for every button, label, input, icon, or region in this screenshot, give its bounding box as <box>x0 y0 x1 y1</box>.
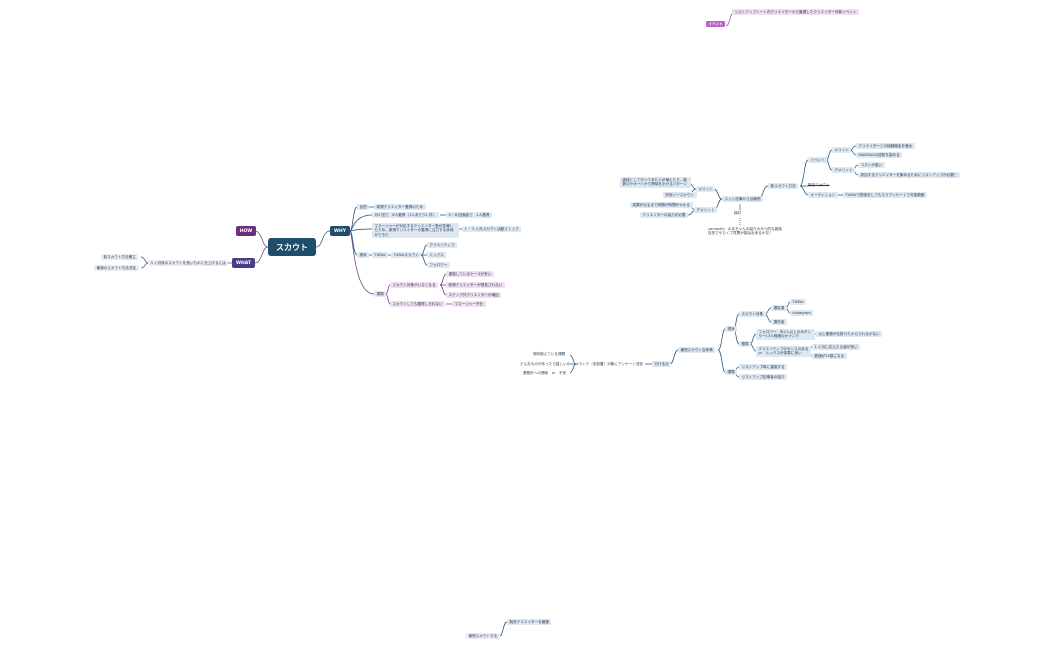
rt-audition-item[interactable]: TikTokで配信をしてもらうアンケートで可能範囲 <box>843 192 927 199</box>
rt-demerit[interactable]: デメリット <box>832 167 855 174</box>
rt-existing[interactable]: スット記事から目線別 <box>722 196 763 203</box>
tiktok-item-2[interactable]: フォロワー <box>427 262 450 269</box>
rt-ex-demerit[interactable]: デメリット <box>694 207 717 214</box>
existing-scout-struck: 既存スカウト <box>808 183 830 187</box>
rm-survey: Aランク（未設置）対象にアンケート送信 <box>576 362 644 366</box>
why-purpose[interactable]: 目的 <box>357 204 370 211</box>
rm-unknown[interactable]: 選任者 <box>771 319 787 326</box>
what-item-0[interactable]: 新スカウト方法確立 <box>101 254 139 261</box>
issue-a-item-1[interactable]: 新規クリエイターが発見されない <box>446 282 505 289</box>
rt-merit-item-1[interactable]: MAXMAXの認知を高める <box>856 152 903 159</box>
rm-issue[interactable]: 課題 <box>725 369 738 376</box>
rt-note: 検討 <box>734 211 742 215</box>
link-why-purpose <box>349 206 358 232</box>
rm-criteria-item-1[interactable]: Instagram <box>790 310 814 317</box>
why-stats-2-child[interactable]: 1 ~ 3 ヶ月スカウト活動ストップ <box>462 226 522 233</box>
rm-basis-b[interactable]: クリエイティブのセンスのある or ルックスが抜群に良い <box>756 346 811 357</box>
event-tag[interactable]: イベント <box>706 21 726 28</box>
rm-criteria-item-0[interactable]: TikTok <box>790 299 807 306</box>
link-why-stats <box>349 214 373 232</box>
rm-method[interactable]: 現状 <box>725 326 738 333</box>
issue-a-item-2[interactable]: ステップ外クリエイターが増加 <box>446 292 502 299</box>
issue-b[interactable]: スカウトしても獲得しきれない <box>390 301 446 308</box>
why-tiktok[interactable]: TikTok <box>372 252 389 259</box>
what-item-1[interactable]: 最適のスカウト方法決定 <box>94 265 139 272</box>
rt-ex-merit-item-1[interactable]: 好評ノースカウト <box>663 192 697 199</box>
why-stats-2[interactable]: マネージャーが対応するクリエイター数が急増したため、新規クリエイターの獲得に注力… <box>372 223 459 238</box>
rm-basis-a[interactable]: フォロワー 年2人以上のみタンクー13人程度のかランク <box>756 329 815 340</box>
issue-b-child[interactable]: マネージャー不在 <box>452 301 486 308</box>
rt-ex-demerit-item-0[interactable]: 成果が出るまで時間が時間がかかる <box>630 202 693 209</box>
bottom-child[interactable]: 既存クリエイターを厳選 <box>507 619 552 626</box>
rt-audition[interactable]: オーディション <box>808 192 838 199</box>
tiktok-item-1[interactable]: ミックス <box>427 252 447 259</box>
why-node[interactable]: WHY <box>330 226 350 236</box>
why-tiktok-scout[interactable]: TikTokスカウト <box>391 252 422 259</box>
link-center-what <box>254 246 269 264</box>
rm-root[interactable]: 最短スカウト自体策 <box>678 347 716 354</box>
rt-demerit-item-1[interactable]: 参加するクリエイターを集めるためにリストアップが必要？ <box>858 172 960 179</box>
why-stats-1-child[interactable]: 5 ~8 回面談で 1人獲得 <box>446 212 492 219</box>
rm-survey-item-2: 業務外への興味 or 不安 <box>523 371 567 375</box>
why-stats-1[interactable]: 月2 回で 6人獲得（1人あたり1 件） <box>372 212 439 219</box>
rt-event[interactable]: イベント <box>808 157 828 164</box>
link-why-issue <box>349 230 375 295</box>
what-node[interactable]: WHAT <box>232 258 255 268</box>
link-center-why <box>315 230 331 248</box>
rt-ex-merit[interactable]: メリット <box>696 186 716 193</box>
rm-basis[interactable]: 基準 <box>739 341 752 348</box>
rt-ex-merit-item-0[interactable]: 面接として行ってみた人が増えたり、複数のサポートから興味を示せるパターン <box>620 177 691 188</box>
why-purpose-item[interactable]: 新規クリエイター獲得のため <box>374 204 426 211</box>
event-description[interactable]: リストアップシート内クリエイターから厳選したクリエイター対象イベント <box>732 9 859 16</box>
rm-criteria[interactable]: 選定項 <box>771 305 787 312</box>
new-scout-method[interactable]: 新スカウト方法 <box>768 183 799 190</box>
link-why-stats2 <box>349 228 373 232</box>
issue-a-item-0[interactable]: 重複しているケースが多い <box>446 271 494 278</box>
link-center-how <box>254 230 269 248</box>
rm-survey-item-0: 現状抱えている課題 <box>533 352 566 356</box>
rm-survey-item-1: どんなものがあったら嬉しいか <box>520 362 571 366</box>
issue-a[interactable]: スカウト対象がいなくなる <box>390 282 439 289</box>
central-topic[interactable]: スカウト <box>268 238 316 256</box>
rt-question: yamashy：のあちゃんの紹介の今つ的な面接目的でやらくて質問が認は出来るかな… <box>708 227 782 236</box>
rm-basis-a-child[interactable]: 以上業務が仕掛けたからられるかない <box>816 331 883 338</box>
rm-scout-target[interactable]: スカウト対象 <box>739 311 766 318</box>
rt-demerit-item-0[interactable]: コストが高い <box>858 162 885 169</box>
rm-basis-b-item-0[interactable]: 1 ヶ月に応えたる量が良い <box>812 344 860 351</box>
rm-issue-item-0[interactable]: リストアップ時に重複する <box>739 364 788 371</box>
what-label[interactable]: 3 ヶ月後のスカウトを良いものに仕上げるには <box>148 260 229 267</box>
how-node[interactable]: HOW <box>236 226 256 236</box>
rt-merit[interactable]: メリット <box>832 147 852 154</box>
rm-link[interactable]: 行けるか <box>652 361 672 368</box>
tiktok-item-0[interactable]: クリエイティブ <box>427 242 457 249</box>
bottom-root[interactable]: 最短スカウト方法 <box>466 633 500 640</box>
rm-issue-item-1[interactable]: リストアップ記事者の紹介 <box>739 374 788 381</box>
rt-merit-item-0[interactable]: クリエイターとの接触機会を増大 <box>856 143 915 150</box>
why-issue[interactable]: 課題 <box>374 291 387 298</box>
why-current[interactable]: 現状 <box>357 252 370 259</box>
rm-basis-b-item-1[interactable]: 数値が20歳になる <box>812 353 847 360</box>
rt-ex-demerit-item-1[interactable]: クリエイターの協力が必要 <box>640 212 688 219</box>
